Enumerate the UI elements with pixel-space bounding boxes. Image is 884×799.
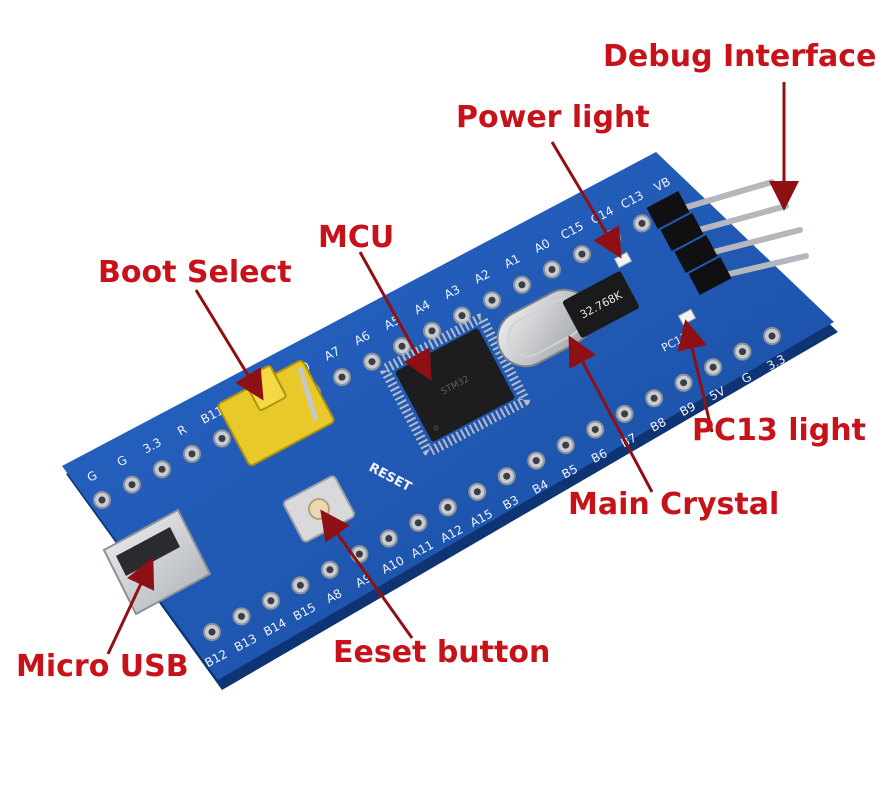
- bottom-header-label: 5V: [707, 383, 728, 403]
- top-header-pad-hole: [518, 281, 526, 289]
- bottom-header-pad-hole: [562, 441, 570, 449]
- callout-main-crystal: Main Crystal: [568, 487, 780, 522]
- callout-debug-interface: Debug Interface: [603, 39, 877, 74]
- bottom-header-pad-hole: [591, 426, 599, 433]
- arrow-main-crystal: [568, 335, 654, 493]
- bottom-header-label: B4: [530, 477, 551, 497]
- top-header-pad-hole: [98, 496, 106, 504]
- callout-mcu: MCU: [318, 220, 395, 255]
- bottom-header-pad-hole: [414, 519, 422, 527]
- top-header-label: A3: [442, 282, 463, 302]
- top-header-pad-hole: [428, 327, 436, 335]
- top-header-pad-hole: [158, 465, 166, 473]
- callout-reset-button: Eeset button: [333, 635, 551, 670]
- callout-boot-select: Boot Select: [98, 255, 292, 290]
- top-header-label: VB: [652, 174, 673, 194]
- bottom-header-pad-hole: [238, 612, 245, 620]
- arrow-boot-select: [194, 289, 264, 401]
- bottom-header-label: B9: [677, 399, 698, 419]
- top-header-pad-hole: [368, 358, 376, 366]
- bottom-header-pad-hole: [709, 363, 717, 371]
- top-header-pad-hole: [338, 373, 346, 381]
- bottom-header-pad-hole: [326, 566, 334, 574]
- top-header-label: A6: [352, 328, 373, 348]
- bottom-header-label: A8: [324, 586, 345, 606]
- bottom-header-pad-hole: [650, 394, 658, 402]
- top-header-label: A7: [322, 344, 343, 364]
- bottom-header-pad-hole: [385, 535, 393, 542]
- top-header-pad-hole: [638, 219, 646, 227]
- bottom-header-pad-hole: [355, 550, 363, 558]
- callout-pc13-light: PC13 light: [692, 413, 866, 448]
- top-header-pad-hole: [218, 435, 226, 442]
- rtc-crystal: 32.768K: [562, 271, 639, 338]
- bottom-header-pad-hole: [503, 472, 511, 480]
- bottom-header-pads: [203, 327, 781, 641]
- top-header-label: A4: [412, 297, 433, 317]
- top-header-pad-hole: [548, 266, 556, 273]
- bottom-header-label: B7: [618, 430, 639, 450]
- bottom-header-pad-hole: [208, 628, 216, 636]
- bottom-header-pad-hole: [532, 457, 540, 465]
- top-header-label: A1: [502, 251, 523, 271]
- arrow-reset-button: [320, 509, 414, 639]
- arrow-micro-usb: [106, 557, 155, 655]
- bottom-header-pad-hole: [739, 348, 746, 356]
- bottom-header-pad-hole: [444, 503, 452, 511]
- top-header-pad-hole: [398, 342, 406, 350]
- bottom-header-label: B5: [560, 462, 581, 482]
- bottom-header-label: B6: [589, 446, 610, 466]
- bottom-header-pad-hole: [267, 597, 275, 605]
- top-header-pad-hole: [188, 450, 196, 458]
- top-header-pad-hole: [578, 250, 586, 258]
- callout-power-light: Power light: [456, 100, 650, 135]
- arrow-pc13-light: [677, 319, 714, 433]
- bottom-header-pad-hole: [296, 581, 304, 589]
- arrow-mcu: [358, 251, 432, 381]
- callout-micro-usb: Micro USB: [16, 649, 189, 684]
- arrow-power-light: [550, 141, 622, 259]
- bottom-header-label: B3: [501, 493, 522, 513]
- top-header-label: A0: [532, 236, 553, 256]
- top-header-pad-hole: [458, 312, 466, 320]
- bottom-header-pad-hole: [768, 332, 776, 340]
- bottom-header-pad-hole: [621, 410, 629, 418]
- bottom-header-label: B8: [648, 415, 669, 435]
- top-header-pad-hole: [488, 296, 496, 304]
- top-header-pad-hole: [128, 481, 136, 489]
- bottom-header-pad-hole: [473, 488, 481, 496]
- top-header-label: A2: [472, 267, 493, 287]
- bottom-header-pad-hole: [680, 379, 688, 387]
